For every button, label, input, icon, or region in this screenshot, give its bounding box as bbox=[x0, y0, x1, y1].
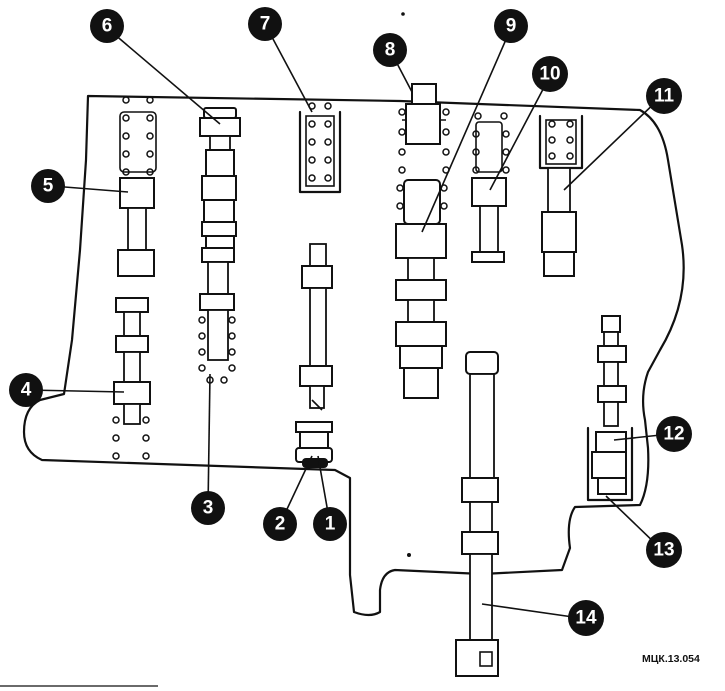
leader-lines bbox=[27, 23, 671, 619]
spring-8-coils bbox=[398, 108, 450, 174]
svg-text:10: 10 bbox=[539, 64, 560, 85]
svg-text:2: 2 bbox=[275, 514, 286, 535]
spring-9-coils bbox=[396, 184, 448, 210]
scan-speck bbox=[407, 553, 411, 557]
callout-12: 12 bbox=[656, 416, 692, 452]
valve-9-assembly bbox=[395, 179, 448, 399]
callout-4: 4 bbox=[9, 373, 43, 407]
callout-10: 10 bbox=[532, 56, 568, 92]
valve-11-assembly bbox=[538, 114, 584, 277]
svg-text:5: 5 bbox=[43, 176, 54, 197]
svg-text:3: 3 bbox=[203, 498, 214, 519]
callout-3: 3 bbox=[191, 491, 225, 525]
callout-2: 2 bbox=[263, 507, 297, 541]
callout-5: 5 bbox=[31, 169, 65, 203]
callout-8: 8 bbox=[373, 33, 407, 67]
svg-text:12: 12 bbox=[663, 424, 684, 445]
spool-4-assembly bbox=[112, 297, 151, 460]
valve-12-assembly bbox=[586, 315, 634, 502]
spring-4-coils bbox=[112, 416, 150, 460]
callout-6: 6 bbox=[90, 9, 124, 43]
svg-text:6: 6 bbox=[102, 16, 113, 37]
center-valve-assembly bbox=[295, 243, 333, 468]
spring-11-coils bbox=[548, 120, 574, 160]
svg-text:8: 8 bbox=[385, 40, 396, 61]
spool-5-assembly bbox=[117, 96, 157, 277]
callout-7: 7 bbox=[248, 7, 282, 41]
svg-text:1: 1 bbox=[325, 514, 336, 535]
callout-1: 1 bbox=[313, 507, 347, 541]
svg-text:7: 7 bbox=[260, 14, 271, 35]
spool-6-assembly bbox=[198, 107, 241, 384]
spring-7-assembly bbox=[298, 102, 342, 194]
scan-speck bbox=[401, 12, 405, 16]
callout-14: 14 bbox=[568, 600, 604, 636]
svg-text:14: 14 bbox=[575, 608, 597, 629]
svg-text:4: 4 bbox=[21, 380, 32, 401]
callout-badges: 1 2 3 4 5 6 7 8 9 10 11 12 13 14 bbox=[9, 7, 692, 636]
svg-text:9: 9 bbox=[506, 16, 517, 37]
svg-text:11: 11 bbox=[654, 86, 675, 107]
valve-8-assembly bbox=[398, 83, 450, 174]
spring-7-coils bbox=[308, 102, 332, 182]
svg-text:13: 13 bbox=[653, 540, 674, 561]
spring-10-coils bbox=[472, 112, 510, 174]
callout-11: 11 bbox=[646, 78, 682, 114]
valve-14-assembly bbox=[455, 351, 499, 677]
callout-13: 13 bbox=[646, 532, 682, 568]
callout-9: 9 bbox=[494, 9, 528, 43]
valve-body-outline bbox=[22, 94, 685, 617]
spring-5-coils bbox=[122, 96, 154, 176]
figure-code: МЦК.13.054 bbox=[642, 653, 700, 665]
valve-10-assembly bbox=[471, 112, 510, 263]
